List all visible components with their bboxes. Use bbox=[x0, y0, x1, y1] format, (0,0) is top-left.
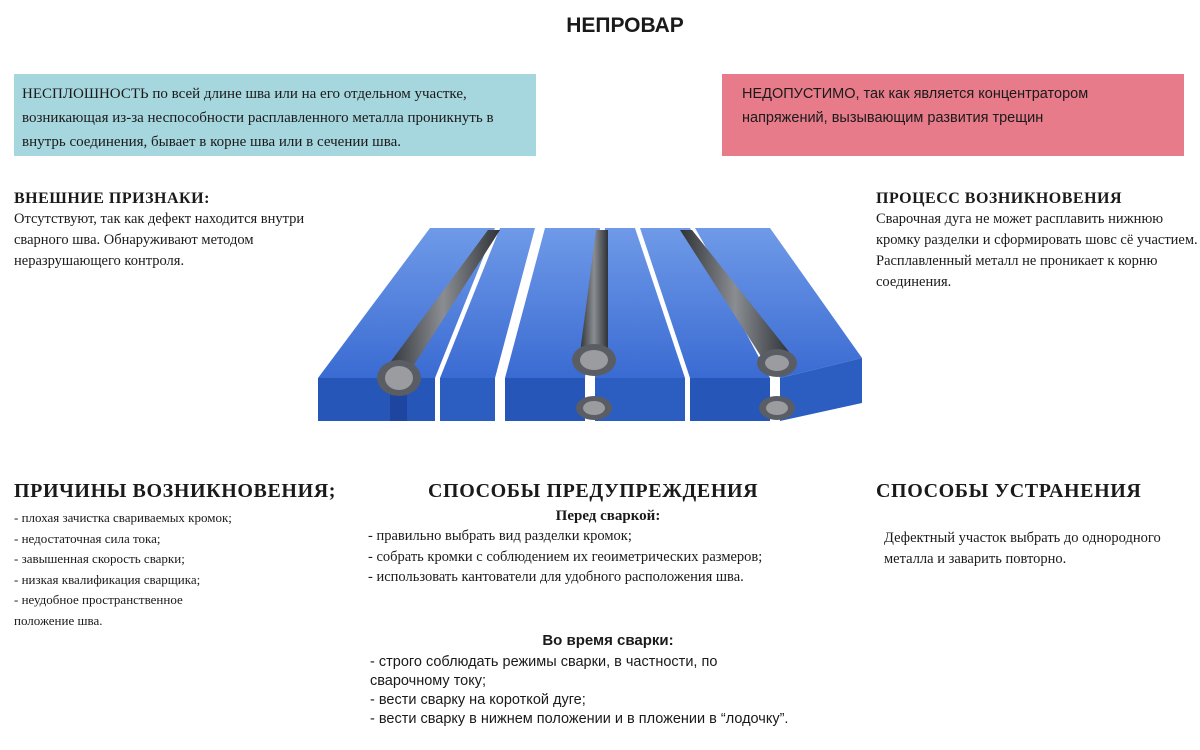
external-signs-text: Отсутствуют, так как дефект находится вн… bbox=[14, 211, 305, 269]
before-item: - правильно выбрать вид разделки кромок; bbox=[368, 528, 632, 544]
weld-illustration bbox=[300, 218, 880, 458]
cause-item: - низкая квалификация сварщика; bbox=[14, 571, 201, 587]
warning-box: НЕДОПУСТИМО, так как является концентрат… bbox=[722, 74, 1184, 156]
weld-bead-2 bbox=[580, 230, 608, 353]
elimination-text: Дефектный участок выбрать до однородного… bbox=[884, 530, 1161, 567]
weld-bead-3 bbox=[680, 230, 790, 358]
during-item: - вести сварку на короткой дуге; bbox=[370, 692, 586, 708]
plate-pair-1 bbox=[318, 228, 535, 421]
causes-list: - плохая зачистка свариваемых кромок; - … bbox=[14, 508, 314, 631]
external-signs-heading: ВНЕШНИЕ ПРИЗНАКИ: bbox=[14, 190, 210, 207]
prevention-before-list: - правильно выбрать вид разделки кромок;… bbox=[368, 526, 808, 588]
cause-item: - неудобное пространственное положение ш… bbox=[14, 592, 183, 628]
process-heading: ПРОЦЕСС ВОЗНИКНОВЕНИЯ bbox=[876, 190, 1123, 207]
before-item: - использовать кантователи для удобного … bbox=[368, 569, 744, 585]
prevention-before-label: Перед сваркой: bbox=[555, 508, 661, 524]
weld-plates-figure bbox=[318, 228, 862, 421]
elimination-heading: СПОСОБЫ УСТРАНЕНИЯ bbox=[876, 480, 1142, 502]
prevention-during-label: Во время сварки: bbox=[542, 632, 674, 649]
before-item: - собрать кромки с соблюдением их геоиме… bbox=[368, 548, 763, 565]
cause-item: - плохая зачистка свариваемых кромок; bbox=[14, 510, 232, 525]
causes-heading: ПРИЧИНЫ ВОЗНИКНОВЕНИЯ; bbox=[14, 480, 337, 502]
weld-bead-1 bbox=[386, 230, 500, 368]
cause-item: - недостаточная сила тока; bbox=[14, 530, 161, 546]
definition-box: НЕСПЛОШНОСТЬ по всей длине шва или на ег… bbox=[14, 74, 536, 156]
prevention-during-list: - строго соблюдать режимы сварки, в част… bbox=[370, 653, 790, 729]
during-item: - строго соблюдать режимы сварки, в част… bbox=[370, 654, 718, 689]
page-title: НЕПРОВАР bbox=[566, 14, 684, 37]
process-text: Сварочная дуга не может расплавить нижню… bbox=[876, 211, 1198, 290]
prevention-heading: СПОСОБЫ ПРЕДУПРЕЖДЕНИЯ bbox=[428, 480, 759, 502]
cause-item: - завышенная скорость сварки; bbox=[14, 551, 185, 566]
plate-pair-3 bbox=[640, 228, 862, 421]
during-item: - вести сварку в нижнем положении и в пл… bbox=[370, 711, 789, 727]
plate-pair-2 bbox=[505, 228, 685, 421]
